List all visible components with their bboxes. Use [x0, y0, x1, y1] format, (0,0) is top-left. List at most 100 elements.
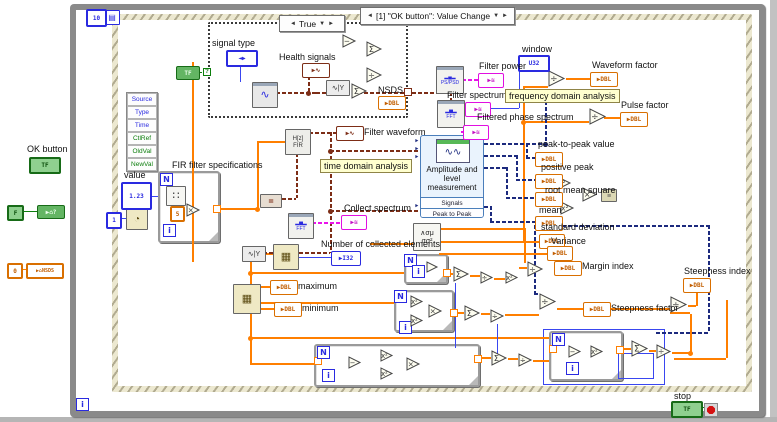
margin-index-indicator[interactable]: ▶DBL [554, 261, 582, 276]
local-variable-boolean[interactable]: ▶⌂? [37, 205, 65, 219]
loop-count-terminal[interactable]: N [404, 254, 417, 267]
five-constant[interactable]: 5 [170, 206, 185, 222]
multiply-node[interactable]: × [406, 357, 421, 371]
subtract-node[interactable]: − [568, 345, 582, 358]
sum-node[interactable]: Σ [464, 305, 481, 321]
square-node[interactable]: x² [380, 349, 394, 362]
divide-node[interactable]: ÷ [480, 271, 494, 284]
window-control[interactable]: U32 [518, 55, 550, 72]
sum-node[interactable]: Σ [453, 266, 470, 282]
pulse-factor-indicator[interactable]: ▶DBL [620, 112, 648, 127]
subtract-node[interactable]: − [348, 356, 362, 369]
timeout-constant[interactable]: 10 [86, 9, 107, 27]
one-constant[interactable]: 1 [106, 212, 122, 229]
fft-spectrum-vi[interactable]: ▂▅▂FFT [437, 100, 465, 128]
square-node[interactable]: x² [410, 314, 424, 327]
express-vi-row-1[interactable]: Signals [421, 197, 483, 209]
maximum-indicator[interactable]: ▶DBL [270, 280, 298, 295]
local-variable-nsds[interactable]: ▶⌂NSDS [26, 263, 64, 279]
event-data-field-newval[interactable]: NewVal [127, 158, 157, 171]
divide-node[interactable]: ÷ [527, 261, 544, 277]
filter-waveform-indicator[interactable]: ▶∿ [336, 126, 364, 141]
loop-count-terminal[interactable]: N [160, 173, 173, 186]
square-node[interactable]: x² [590, 345, 604, 358]
health-signals-indicator[interactable]: ▶∿ [302, 63, 330, 78]
header-prev-arrow[interactable]: ◄ [367, 13, 373, 19]
header-dropdown-icon[interactable]: ▼ [493, 13, 500, 19]
zero-constant[interactable]: 0 [7, 263, 23, 279]
header-prev-arrow[interactable]: ◄ [289, 20, 296, 27]
divide-node[interactable]: ÷ [656, 344, 672, 359]
loop-iteration-terminal[interactable]: i [399, 321, 412, 334]
minimum-indicator[interactable]: ▶DBL [274, 302, 302, 317]
square-node[interactable]: x² [560, 201, 575, 215]
multiply-node[interactable]: × [186, 203, 201, 217]
wait-ms-vi[interactable]: ◔ [126, 208, 148, 230]
divide-node[interactable]: ÷ [539, 293, 557, 310]
value-control[interactable]: 1.23 [121, 182, 152, 210]
signal-type-control[interactable]: ◄▶ [226, 50, 258, 67]
event-data-field-ctlref[interactable]: CtlRef [127, 132, 157, 145]
collect-spectrum-indicator[interactable]: ▶≋ [341, 215, 367, 230]
sum-node[interactable]: Σ [366, 41, 383, 57]
steepness-factor-indicator[interactable]: ▶DBL [583, 302, 611, 317]
loop-count-terminal[interactable]: N [394, 290, 407, 303]
loop-iteration-terminal[interactable]: i [566, 362, 579, 375]
loop-tunnel[interactable] [443, 269, 451, 277]
sum-node[interactable]: Σ [491, 350, 508, 366]
multiply-node[interactable]: × [428, 304, 443, 318]
loop-count-terminal[interactable]: N [552, 333, 565, 346]
divide-node[interactable]: ÷ [548, 70, 566, 87]
unit-conversion-node[interactable]: ≡ [601, 189, 617, 202]
positive-peak-indicator[interactable]: ▶DBL [535, 174, 563, 189]
filter-spectrum-indicator[interactable]: ▶≋ [465, 102, 491, 117]
event-data-field-type[interactable]: Type [127, 106, 157, 119]
event-data-field-oldval[interactable]: OldVal [127, 145, 157, 158]
case-tunnel[interactable] [404, 88, 412, 96]
loop-iteration-terminal[interactable]: i [322, 369, 335, 382]
steepness-index-indicator[interactable]: ▶DBL [683, 278, 711, 293]
event-data-field-source[interactable]: Source [127, 93, 157, 106]
express-vi-row-2[interactable]: Peak to Peak [421, 208, 483, 217]
fir-filter-vi[interactable]: H[z]FIR [285, 129, 311, 155]
nsds-indicator[interactable]: ▶DBL [378, 96, 406, 110]
peak-to-peak-indicator[interactable]: ▶DBL [535, 152, 563, 167]
event-structure-header[interactable]: ◄[1] "OK button": Value Change▼► [360, 7, 515, 25]
loop-tunnel[interactable] [616, 346, 624, 354]
loop-tunnel[interactable] [474, 355, 482, 363]
true-constant[interactable]: TF [176, 66, 200, 80]
loop-count-terminal[interactable]: N [317, 346, 330, 359]
loop-condition-stop-icon[interactable] [704, 403, 718, 417]
collector-vi[interactable]: ▦ [273, 244, 299, 270]
header-next-arrow[interactable]: ► [328, 20, 335, 27]
loop-tunnel[interactable] [549, 345, 557, 353]
square-node[interactable]: x² [505, 271, 519, 284]
filter-power-indicator[interactable]: ▶≋ [478, 73, 504, 88]
power-spectrum-vi[interactable]: ▂▄▂PS/PSD [436, 66, 464, 94]
loop-iteration-terminal[interactable]: i [412, 265, 425, 278]
variance-indicator[interactable]: ▶DBL [547, 246, 573, 261]
waveform-constant[interactable]: ≣ [260, 194, 282, 208]
get-waveform-components-vi[interactable]: ∿|Y [326, 80, 350, 96]
sum-node[interactable]: Σ [631, 340, 649, 357]
random-number-vi[interactable]: ∷ [166, 186, 186, 206]
case-structure-header[interactable]: ◄True▼► [279, 15, 345, 32]
ok-button-terminal[interactable]: TF [29, 157, 61, 174]
array-max-min-vi[interactable]: ▦ [233, 284, 261, 314]
waveform-factor-indicator[interactable]: ▶DBL [590, 72, 618, 87]
square-node[interactable]: x² [380, 367, 394, 380]
false-constant[interactable]: F [7, 205, 24, 221]
case-selector-tunnel[interactable]: ? [203, 68, 211, 76]
number-collected-elements-indicator[interactable]: ▶I32 [331, 251, 361, 266]
multiply-node[interactable]: × [582, 187, 598, 202]
rms-indicator[interactable]: ▶DBL [535, 192, 563, 207]
header-next-arrow[interactable]: ► [502, 13, 508, 19]
get-waveform-components-vi[interactable]: ∿|Y [242, 246, 266, 262]
loop-tunnel[interactable] [213, 205, 221, 213]
divide-node[interactable]: ÷ [589, 108, 607, 125]
while-loop-iteration-terminal[interactable]: i [76, 398, 89, 411]
mean-indicator[interactable]: ▶DBL [535, 216, 563, 231]
